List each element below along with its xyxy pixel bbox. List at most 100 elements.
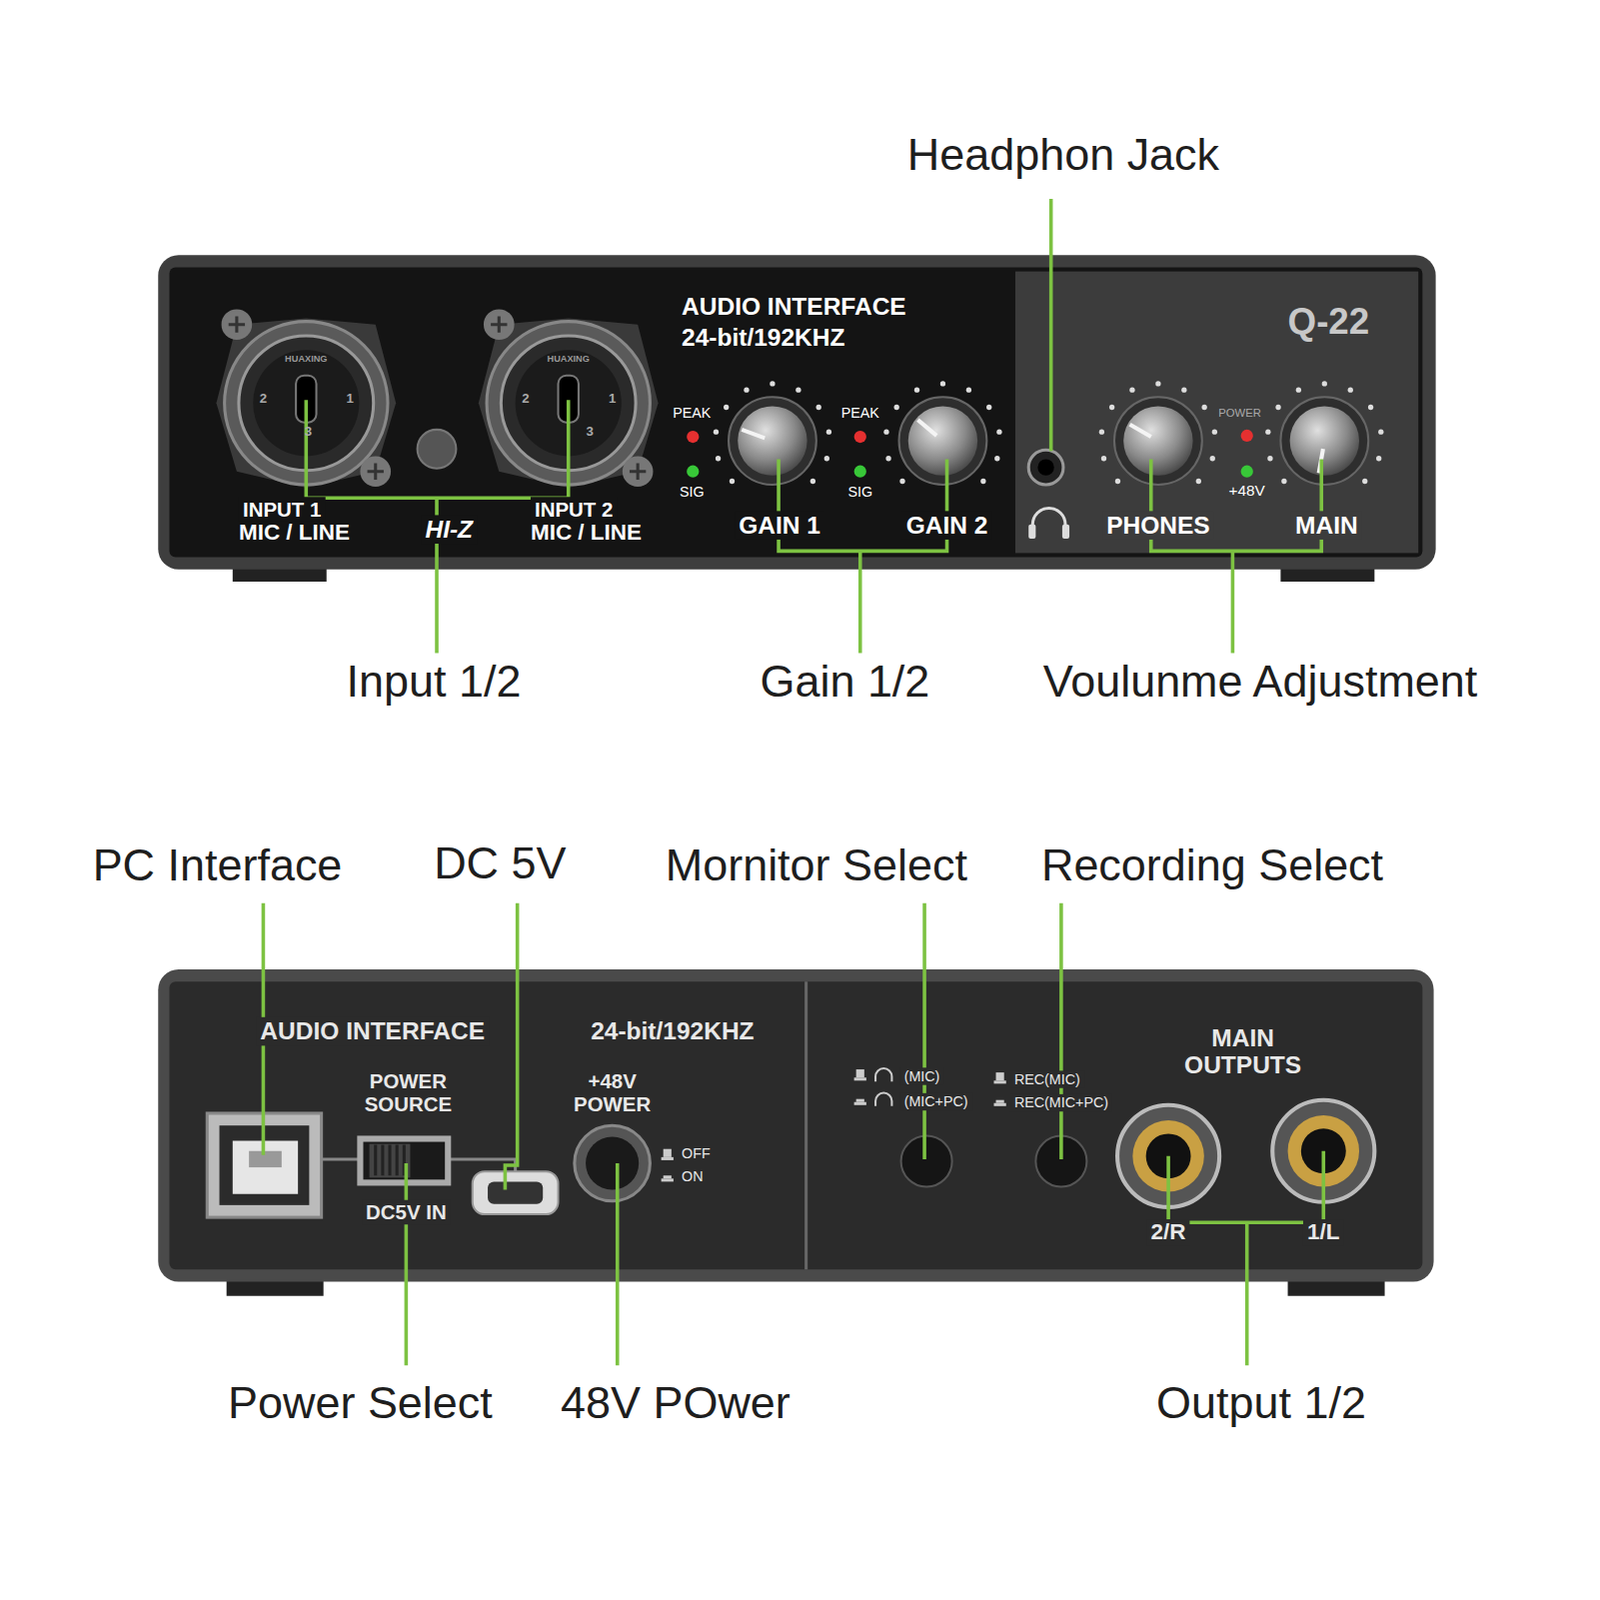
scale-dot (914, 386, 920, 392)
panel-label: ON (681, 1168, 703, 1185)
callout-label: Mornitor Select (665, 840, 968, 890)
callout-label: Output 1/2 (1156, 1378, 1367, 1428)
scale-dot (795, 386, 801, 392)
front-plate (168, 267, 1423, 558)
scale-dot (894, 404, 900, 410)
led (1241, 429, 1254, 442)
scale-dot (994, 455, 1000, 461)
scale-dot (1115, 478, 1121, 484)
panel-label: 1 (608, 391, 616, 407)
front-right-plate (1015, 271, 1419, 554)
front-housing (157, 254, 1436, 569)
scale-dot (1181, 386, 1187, 392)
panel-label: 24-bit/192KHZ (681, 323, 845, 351)
scale-dot (816, 404, 822, 410)
knob-cap (908, 405, 978, 475)
knob-cap (1123, 405, 1193, 475)
back-housing (157, 969, 1434, 1282)
scale-dot (713, 428, 719, 434)
callout-label: 48V POwer (560, 1378, 791, 1428)
knob-pointer (917, 419, 937, 436)
callout-label: Input 1/2 (346, 656, 522, 706)
panel-label: POWER SOURCE (351, 1070, 464, 1116)
panel-label: DC5V IN (361, 1200, 451, 1226)
panel-label: POWER (1218, 405, 1261, 418)
led (1241, 465, 1254, 478)
knob-base (728, 396, 817, 485)
panel-label: HUAXING (547, 353, 590, 364)
callout-label: Power Select (227, 1378, 493, 1428)
callout-label: PC Interface (92, 840, 343, 890)
panel-label: (MIC+PC) (900, 1093, 973, 1112)
callout-label: DC 5V (433, 838, 566, 888)
panel-label: MAIN (1291, 510, 1363, 540)
phantom-button (574, 1125, 674, 1202)
scale-dot (980, 478, 986, 484)
scale-dot (1129, 386, 1135, 392)
knob-base (899, 396, 988, 485)
scale-dot (1109, 404, 1115, 410)
callout-label: Voulunme Adjustment (1043, 656, 1479, 706)
scale-dot (966, 386, 972, 392)
scale-dot (1196, 478, 1202, 484)
panel-label: 24-bit/192KHZ (590, 1018, 754, 1046)
back-plate (168, 981, 1423, 1270)
scale-dot (1155, 380, 1161, 386)
knob-cap (737, 405, 807, 475)
scale-dot (810, 478, 816, 484)
knob-cap (1290, 405, 1360, 475)
scale-dot (769, 380, 775, 386)
scale-dot (1322, 380, 1328, 386)
scale-dot (715, 455, 721, 461)
knob-group (713, 380, 1385, 485)
panel-label: INPUT 2 (530, 496, 617, 522)
scale-dot (885, 455, 891, 461)
panel-label: +48V (1229, 482, 1266, 500)
scale-dot (723, 404, 729, 410)
scale-dot (940, 380, 946, 386)
scale-dot (1210, 455, 1216, 461)
monitor-button (901, 1135, 953, 1187)
panel-label: PEAK (841, 405, 880, 422)
scale-dot (1376, 455, 1382, 461)
panel-label: REC(MIC+PC) (1010, 1094, 1113, 1113)
knob-base (1280, 396, 1369, 485)
panel-label: Q-22 (1288, 300, 1371, 341)
panel-label: PEAK (672, 405, 711, 422)
scale-dot (1368, 404, 1374, 410)
scale-dot (729, 478, 735, 484)
scale-dot (1267, 455, 1273, 461)
headphone-jack (1028, 449, 1064, 485)
scale-dot (1101, 455, 1107, 461)
panel-divider (804, 981, 808, 1270)
panel-label: 2/R (1147, 1219, 1191, 1247)
led (686, 465, 699, 478)
panel-label: 1 (346, 391, 354, 407)
scale-dot (1296, 386, 1302, 392)
scale-dot (1275, 404, 1281, 410)
panel-label: GAIN 1 (734, 510, 825, 540)
panel-label: AUDIO INTERFACE (681, 293, 907, 321)
scale-dot (1362, 478, 1368, 484)
scale-dot (1265, 428, 1271, 434)
scale-dot (1099, 428, 1105, 434)
headphone-jack-hole (1037, 458, 1054, 475)
panel-label: 1/L (1303, 1219, 1345, 1247)
headphone-icon (1028, 524, 1036, 539)
scale-dot (883, 428, 889, 434)
scale-dot (1201, 404, 1207, 410)
leader-lines (262, 198, 1324, 1366)
panel-label: REC(MIC) (1010, 1070, 1085, 1089)
panel-label: +48V POWER (550, 1070, 674, 1116)
panel-label: INPUT 1 (238, 496, 325, 522)
knob-pointer (741, 429, 765, 438)
panel-label: GAIN 2 (902, 510, 993, 540)
panel-label: SIG (679, 483, 705, 500)
led (686, 430, 699, 443)
scale-dot (1212, 428, 1218, 434)
scale-dot (743, 386, 749, 392)
callout-label: Gain 1/2 (760, 656, 931, 706)
panel-label: OFF (681, 1146, 711, 1163)
